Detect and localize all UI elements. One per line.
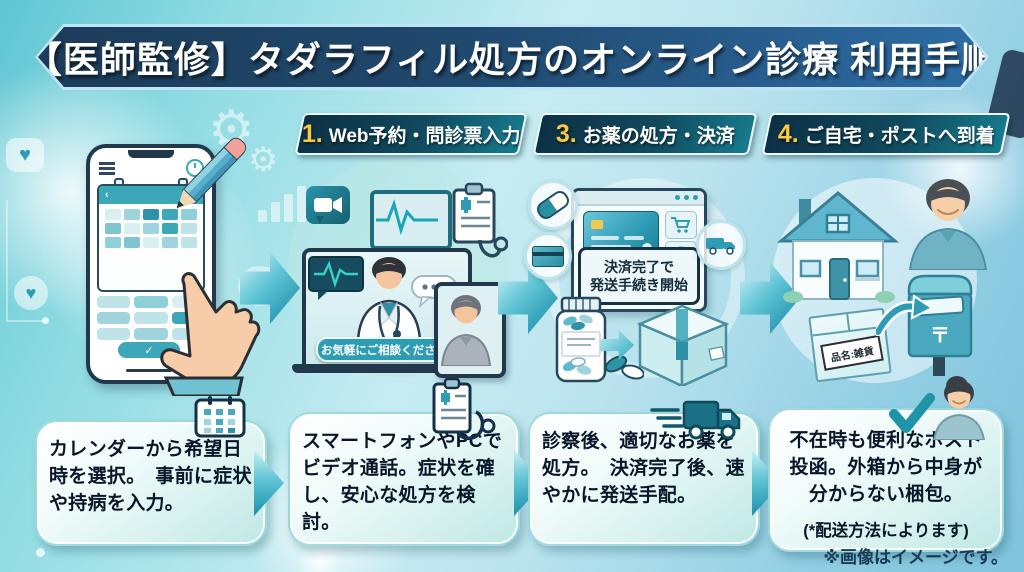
bar-chart-icon: [258, 186, 306, 222]
gear-icon: ⚙: [248, 141, 279, 179]
curved-arrow-icon: [876, 294, 932, 336]
calendar-grid: [99, 204, 203, 253]
chevron-left-icon: ‹: [105, 189, 109, 201]
delivery-truck-icon: [650, 400, 741, 440]
patient-illustration: [440, 295, 492, 367]
circuit-line: [6, 320, 46, 322]
clipboard-stethoscope-icon: [452, 182, 508, 258]
video-camera-icon: [306, 186, 350, 224]
page-title: 【医師監修】タダラフィル処方のオンライン診療 利用手順: [25, 39, 999, 80]
heart-pulse-icon: ♥: [14, 276, 48, 310]
doctor-illustration: [356, 257, 422, 340]
checkmark-icon: [889, 393, 935, 433]
shipping-box-illustration: [636, 304, 730, 386]
man-avatar: [908, 179, 988, 270]
credit-card-icon: [524, 232, 572, 280]
step-header-4: 4.ご自宅・ポストへ到着: [761, 113, 1011, 155]
step-box-1: カレンダーから希望日時を選択。 事前に症状や持病を入力。: [35, 420, 267, 546]
menu-icon: [99, 162, 115, 165]
circuit-line: [6, 200, 8, 320]
step-number: 3.: [555, 119, 577, 148]
consult-banner: お気軽にご相談ください: [316, 337, 452, 362]
delivery-truck-chip-icon: [696, 220, 746, 270]
laptop-base: [292, 364, 474, 373]
ekg-chat-bubble-icon: [308, 256, 364, 300]
house-illustration: [776, 191, 900, 303]
home-indicator: [126, 369, 172, 372]
package-label-text: 品名:雑貨: [830, 345, 875, 364]
browser-titlebar: [574, 191, 704, 206]
consult-banner-text: お気軽にご相談ください: [320, 344, 448, 357]
step-text: 不在時も便利なポスト投函。外箱から中身が分からない梱包。: [789, 430, 983, 505]
patient-tablet: [434, 282, 506, 378]
step-label: Web予約・問診票入力: [328, 125, 521, 147]
clipboard-stethoscope-icon: [432, 378, 496, 440]
mailbox-symbol: 〒: [930, 325, 950, 347]
heart-pulse-icon: ♥: [6, 138, 44, 172]
step-text: 診察後、適切なお薬を処方。 決済完了後、速やかに発送手配。: [542, 431, 745, 506]
step-label: お薬の処方・決済: [582, 125, 735, 147]
step-number: 4.: [777, 119, 799, 148]
window-dot: [675, 195, 680, 200]
window-dot: [693, 195, 698, 200]
sparkle: [36, 548, 45, 557]
step-note: (*配送方法によります): [803, 521, 969, 540]
step-text: スマートフォンやPCでビデオ通話。症状を確し、安心な処方を検討。: [302, 431, 503, 533]
payment-note: 決済完了で 発送手続き開始: [578, 247, 700, 305]
disclaimer-note: ※画像はイメージです。: [823, 548, 1009, 567]
cart-icon: [665, 211, 697, 239]
step-box-2: スマートフォンやPCでビデオ通話。症状を確し、安心な処方を検討。: [288, 412, 520, 546]
title-banner: 【医師監修】タダラフィル処方のオンライン診療 利用手順: [35, 24, 989, 90]
pill-bottle-illustration: [555, 296, 644, 383]
step-number: 1.: [301, 119, 323, 148]
step-header-1: 1.Web予約・問診票入力: [294, 113, 528, 155]
step-text: カレンダーから希望日時を選択。 事前に症状や持病を入力。: [49, 439, 252, 514]
man-avatar: [932, 380, 986, 440]
window-dot: [684, 195, 689, 200]
calendar-icon: [194, 396, 246, 438]
payment-note-line1: 決済完了で: [604, 258, 674, 275]
phone-notch: [128, 150, 174, 158]
pill-capsule-icon: [528, 180, 578, 230]
pointing-hand-illustration: [160, 272, 261, 396]
ekg-monitor-icon: [370, 190, 452, 250]
circuit-dot: [42, 317, 49, 324]
package-label: 品名:雑貨: [820, 334, 884, 371]
step-header-3: 3.お薬の処方・決済: [532, 113, 758, 155]
laptop-video-call: お気軽にご相談ください: [302, 248, 472, 372]
step-label: ご自宅・ポストへ到着: [804, 125, 995, 147]
title-banner-inner: 【医師監修】タダラフィル処方のオンライン診療 利用手順: [38, 27, 986, 87]
payment-note-line2: 発送手続き開始: [590, 277, 688, 293]
